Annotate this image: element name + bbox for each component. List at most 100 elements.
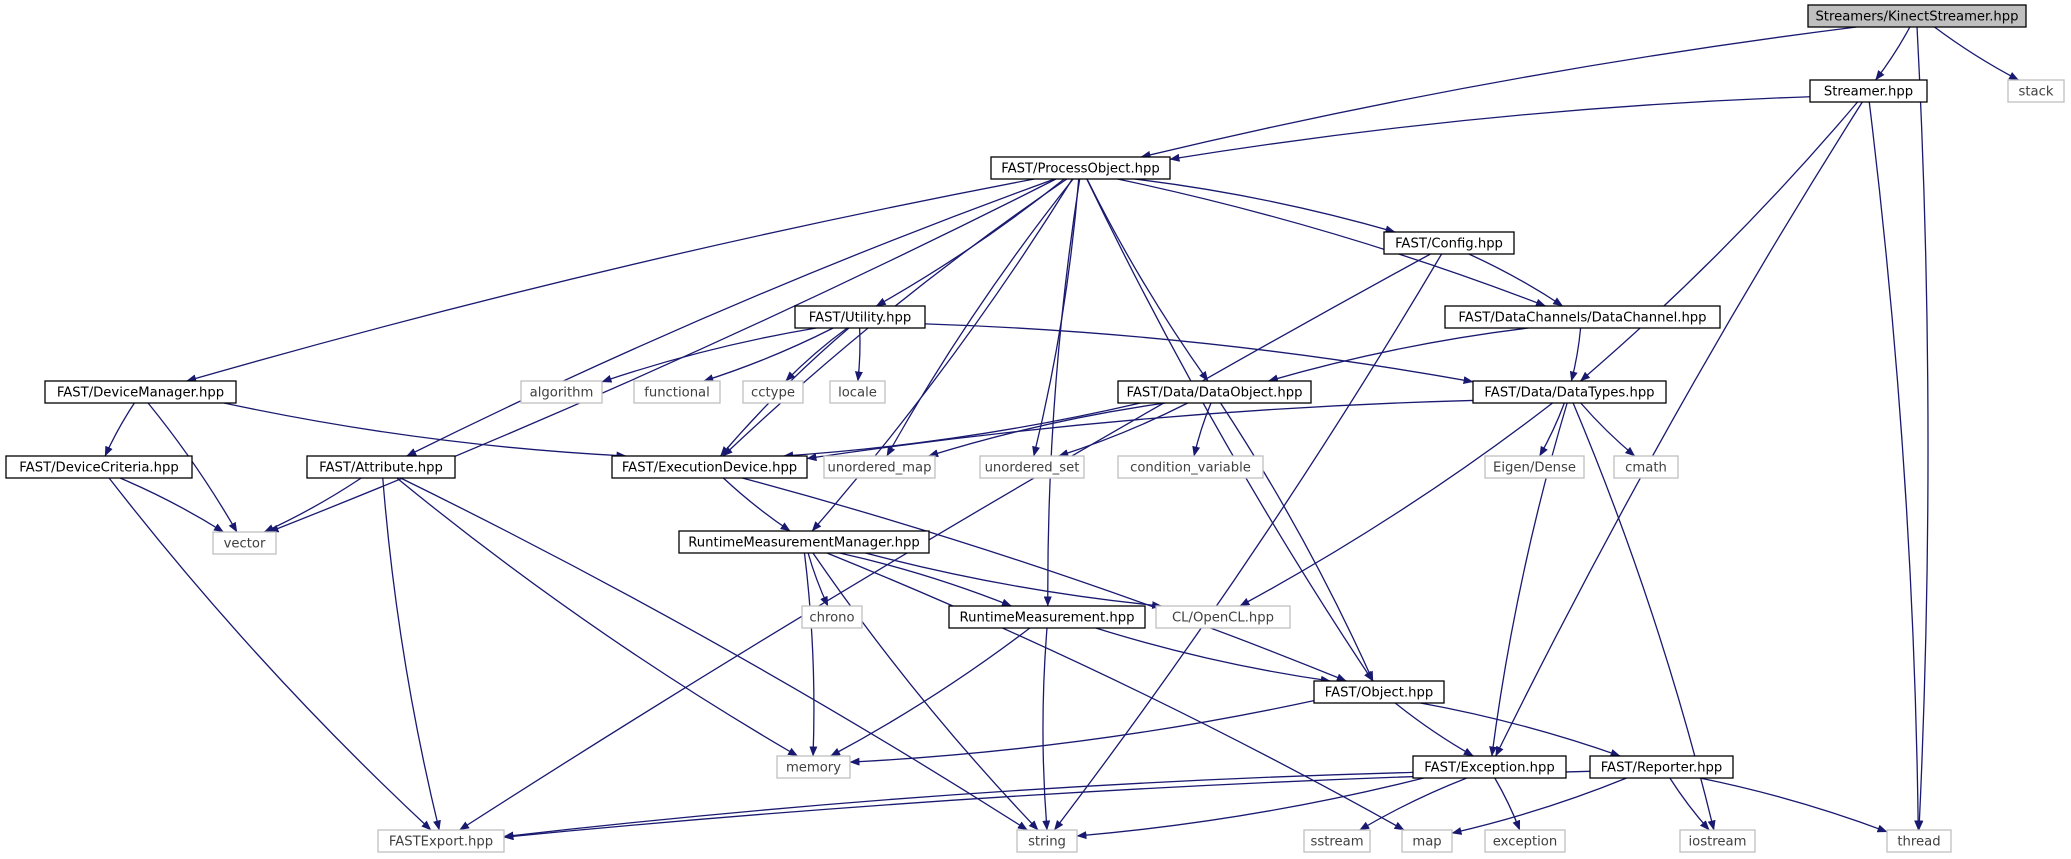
node-attribute[interactable]: FAST/Attribute.hpp xyxy=(306,455,456,479)
node-box-processobject xyxy=(990,156,1171,180)
edge-processobject-to-unordered_map xyxy=(886,178,1074,457)
node-label-chrono: chrono xyxy=(809,611,854,626)
node-label-processobject: FAST/ProcessObject.hpp xyxy=(1001,162,1160,177)
node-devicemanager[interactable]: FAST/DeviceManager.hpp xyxy=(44,380,237,404)
node-object[interactable]: FAST/Object.hpp xyxy=(1313,680,1445,704)
node-label-config: FAST/Config.hpp xyxy=(1395,237,1503,252)
edge-attribute-to-fastexport xyxy=(382,477,441,831)
node-kinectstreamer[interactable]: Streamers/KinectStreamer.hpp xyxy=(1807,4,2027,28)
node-utility[interactable]: FAST/Utility.hpp xyxy=(794,305,926,329)
node-box-sstream xyxy=(1303,829,1371,853)
edges-layer xyxy=(104,26,2019,841)
node-label-vector: vector xyxy=(224,537,266,552)
edge-devicecriteria-to-vector xyxy=(119,477,224,533)
edge-rtmm-to-opencl xyxy=(865,552,1163,610)
edge-processobject-to-rtmm xyxy=(811,178,1073,532)
edge-executiondevice-to-object xyxy=(742,477,1347,682)
node-exception_hpp[interactable]: FAST/Exception.hpp xyxy=(1412,755,1567,779)
edge-utility-to-algorithm xyxy=(601,327,817,383)
edge-utility-to-cctype xyxy=(785,327,848,382)
edge-rtmm-to-memory xyxy=(803,552,818,757)
edge-datachannel-to-dataobject xyxy=(1267,327,1529,383)
edge-dataobject-to-unordered_map xyxy=(928,402,1166,458)
node-label-cctype: cctype xyxy=(751,386,795,401)
node-rtm[interactable]: RuntimeMeasurement.hpp xyxy=(948,605,1146,629)
node-rtmm[interactable]: RuntimeMeasurementManager.hpp xyxy=(678,530,930,554)
edge-rtm-to-memory xyxy=(830,627,1031,757)
node-label-datachannel: FAST/DataChannels/DataChannel.hpp xyxy=(1458,311,1706,326)
node-devicecriteria[interactable]: FAST/DeviceCriteria.hpp xyxy=(5,455,193,479)
node-reporter[interactable]: FAST/Reporter.hpp xyxy=(1589,755,1734,779)
edge-rtmm-to-chrono xyxy=(807,552,829,607)
edge-processobject-to-dataobject xyxy=(1086,178,1209,382)
node-cctype: cctype xyxy=(742,380,804,404)
node-box-exception xyxy=(1484,829,1566,853)
node-cmath: cmath xyxy=(1613,455,1679,479)
node-string: string xyxy=(1016,829,1078,853)
node-box-locale xyxy=(829,380,886,404)
node-label-devicemanager: FAST/DeviceManager.hpp xyxy=(57,386,224,401)
node-box-attribute xyxy=(306,455,456,479)
edge-kinectstreamer-to-stack xyxy=(1934,26,2019,81)
node-label-eigendense: Eigen/Dense xyxy=(1493,461,1576,476)
edge-rtmm-to-string xyxy=(812,552,1039,831)
node-streamer[interactable]: Streamer.hpp xyxy=(1809,79,1928,103)
node-config[interactable]: FAST/Config.hpp xyxy=(1383,231,1515,255)
edge-dataobject-to-object xyxy=(1219,402,1374,682)
node-map: map xyxy=(1401,829,1453,853)
node-box-executiondevice xyxy=(611,455,808,479)
edge-rtmm-to-rtm xyxy=(839,552,1012,607)
node-box-chrono xyxy=(801,605,863,629)
node-thread: thread xyxy=(1886,829,1952,853)
node-datatypes[interactable]: FAST/Data/DataTypes.hpp xyxy=(1472,380,1667,404)
edge-streamer-to-datatypes xyxy=(1580,101,1859,382)
node-executiondevice[interactable]: FAST/ExecutionDevice.hpp xyxy=(611,455,808,479)
edge-attribute-to-string xyxy=(400,477,1028,831)
node-label-opencl: CL/OpenCL.hpp xyxy=(1172,611,1274,626)
node-datachannel[interactable]: FAST/DataChannels/DataChannel.hpp xyxy=(1444,305,1721,329)
edge-datachannel-to-datatypes xyxy=(1569,327,1582,382)
node-label-attribute: FAST/Attribute.hpp xyxy=(319,461,443,476)
node-sstream: sstream xyxy=(1303,829,1371,853)
edge-exception_hpp-to-exception xyxy=(1494,777,1521,831)
node-vector: vector xyxy=(212,531,277,555)
node-box-iostream xyxy=(1679,829,1756,853)
node-box-exception_hpp xyxy=(1412,755,1567,779)
edge-executiondevice-to-rtmm xyxy=(722,477,791,532)
node-processobject[interactable]: FAST/ProcessObject.hpp xyxy=(990,156,1171,180)
node-box-eigendense xyxy=(1484,455,1585,479)
node-box-algorithm xyxy=(520,380,603,404)
edge-processobject-to-rtm xyxy=(1043,178,1081,607)
node-dataobject[interactable]: FAST/Data/DataObject.hpp xyxy=(1117,380,1312,404)
node-label-devicecriteria: FAST/DeviceCriteria.hpp xyxy=(19,461,178,476)
node-box-datachannel xyxy=(1444,305,1721,329)
node-functional: functional xyxy=(633,380,721,404)
node-label-exception: exception xyxy=(1493,835,1557,850)
node-label-utility: FAST/Utility.hpp xyxy=(809,311,911,326)
edge-exception_hpp-to-string xyxy=(1076,777,1424,840)
node-label-string: string xyxy=(1028,835,1066,850)
node-label-exception_hpp: FAST/Exception.hpp xyxy=(1424,761,1554,776)
node-box-condition_variable xyxy=(1117,455,1264,479)
node-box-unordered_map xyxy=(823,455,936,479)
node-label-sstream: sstream xyxy=(1310,835,1363,850)
node-unordered_set: unordered_set xyxy=(979,455,1085,479)
node-algorithm: algorithm xyxy=(520,380,603,404)
edge-datatypes-to-cmath xyxy=(1580,402,1636,457)
node-label-fastexport: FASTExport.hpp xyxy=(389,835,493,850)
node-box-rtmm xyxy=(678,530,930,554)
node-box-config xyxy=(1383,231,1515,255)
node-box-map xyxy=(1401,829,1453,853)
node-box-unordered_set xyxy=(979,455,1085,479)
edge-config-to-fastexport xyxy=(459,253,1431,831)
edge-processobject-to-config xyxy=(1134,178,1396,234)
node-eigendense: Eigen/Dense xyxy=(1484,455,1585,479)
node-exception: exception xyxy=(1484,829,1566,853)
node-box-devicemanager xyxy=(44,380,237,404)
node-box-utility xyxy=(794,305,926,329)
edge-kinectstreamer-to-processobject xyxy=(1140,26,1857,159)
edge-kinectstreamer-to-thread xyxy=(1915,26,1929,831)
node-box-rtm xyxy=(948,605,1146,629)
edge-processobject-to-utility xyxy=(875,178,1065,307)
